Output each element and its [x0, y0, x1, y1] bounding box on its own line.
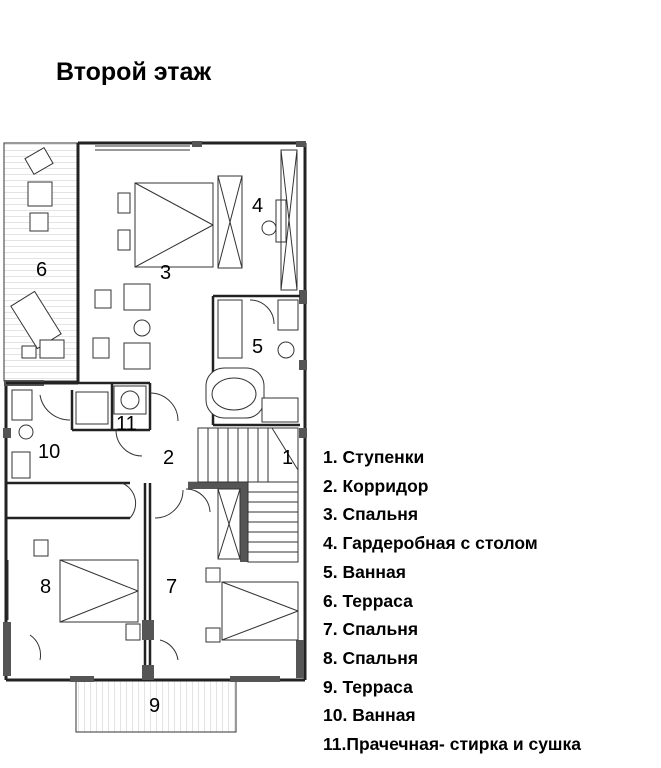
room-number: 10: [38, 441, 60, 463]
room-number: 4: [252, 195, 263, 217]
laundry-fixtures: [11, 385, 147, 479]
interior-walls: [6, 294, 300, 680]
legend-item: 9. Терраса: [323, 676, 413, 697]
room-number: 2: [163, 447, 174, 469]
legend-item: 11.Прачечная- стирка и сушка: [323, 734, 582, 755]
bed-left: [33, 539, 141, 641]
legend-item: 1. Ступенки: [323, 447, 425, 467]
room-number: 5: [252, 336, 263, 358]
bed-right: [205, 567, 299, 643]
doors: [29, 299, 275, 661]
bathroom-main-fixtures: [205, 299, 299, 423]
wardrobe: [217, 149, 298, 291]
room-number: 9: [149, 695, 160, 717]
terrace-left: [3, 142, 79, 382]
thick-walls: [142, 482, 248, 680]
legend-item: 8. Спальня: [323, 647, 419, 668]
windows-top: [7, 145, 190, 620]
stairs: [197, 427, 299, 563]
room-number: 8: [40, 576, 51, 598]
legend-item: 2. Корридор: [323, 475, 429, 496]
room-number: 11: [116, 413, 137, 435]
room-number: 1: [282, 447, 293, 469]
bed-main: [92, 182, 214, 370]
page-title: Второй этаж: [56, 58, 212, 86]
legend-item: 10. Ванная: [323, 705, 416, 726]
legend-item: 7. Спальня: [323, 619, 419, 640]
room-number: 7: [166, 576, 177, 598]
legend: 1. Ступенки 2. Корридор 3. Спальня 4. Га…: [323, 443, 581, 759]
room-number: 3: [160, 262, 171, 284]
room-number: 6: [36, 259, 47, 281]
legend-item: 5. Ванная: [323, 561, 406, 582]
legend-item: 4. Гардеробная с столом: [323, 533, 538, 554]
terrace-bottom: [75, 679, 237, 733]
legend-item: 3. Спальня: [323, 504, 419, 525]
legend-item: 6. Терраса: [323, 590, 413, 611]
